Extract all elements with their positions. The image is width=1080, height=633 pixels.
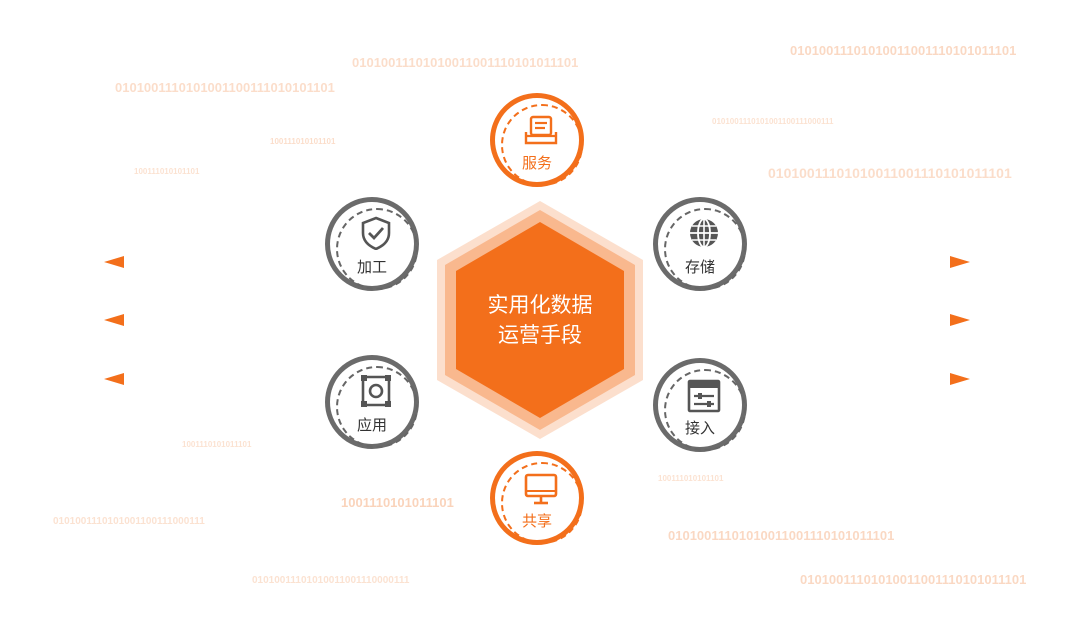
right-arrow — [780, 256, 970, 268]
node-ring — [664, 369, 746, 451]
shield-check-icon — [361, 216, 391, 250]
node-process: 加工 — [325, 197, 419, 291]
left-arrow — [104, 256, 295, 268]
node-apply: 应用 — [325, 355, 419, 449]
binary-text: 01010011101010011001110101011101 — [800, 572, 1027, 587]
node-label: 共享 — [521, 512, 552, 530]
center-title-line2: 运营手段 — [498, 323, 582, 347]
settings-panel-icon — [687, 379, 721, 413]
node-label: 应用 — [356, 416, 387, 434]
node-service: 服务 — [490, 93, 584, 187]
binary-text: 01010011101010011001110101011101 — [768, 165, 1012, 181]
node-label: 服务 — [521, 154, 552, 172]
binary-text: 0101001110101001100111000111 — [712, 117, 834, 126]
left-arrow — [104, 373, 295, 385]
node-ring — [664, 208, 746, 290]
binary-text: 01010011101010011001110101011101 — [352, 55, 579, 70]
document-tray-icon — [524, 115, 558, 145]
center-title-line1: 实用化数据 — [487, 293, 593, 317]
monitor-icon — [524, 473, 558, 505]
binary-text: 01010011101010011001110000111 — [252, 575, 410, 586]
node-ring — [501, 104, 583, 186]
binary-text: 1001110101011101 — [182, 440, 252, 449]
node-ring — [336, 366, 418, 448]
node-access: 接入 — [653, 358, 747, 452]
node-share: 共享 — [490, 451, 584, 545]
binary-text: 01010011101010011001110101011101 — [790, 43, 1017, 58]
binary-text: 01010011101010011001110101011101 — [668, 528, 895, 543]
node-ring — [501, 462, 583, 544]
node-storage: 存储 — [653, 197, 747, 291]
node-label: 存储 — [684, 258, 715, 276]
binary-text: 1001110101011101 — [341, 495, 454, 510]
binary-text: 0101001110101001100111010101101 — [115, 80, 335, 95]
left-arrow — [104, 314, 295, 326]
binary-text: 0101001110101001100111000111 — [53, 516, 205, 527]
center-title: 实用化数据 运营手段 — [435, 290, 645, 350]
right-arrow — [780, 314, 970, 326]
right-arrow — [780, 373, 970, 385]
binary-text: 100111010101101 — [270, 137, 336, 146]
center-hexagon — [456, 222, 624, 418]
globe-icon — [690, 218, 718, 248]
node-ring — [336, 208, 418, 290]
node-label: 加工 — [356, 258, 387, 276]
component-chip-icon — [361, 375, 391, 407]
binary-text: 100111010101101 — [658, 474, 724, 483]
node-label: 接入 — [684, 419, 715, 437]
binary-text: 100111010101101 — [134, 167, 200, 176]
